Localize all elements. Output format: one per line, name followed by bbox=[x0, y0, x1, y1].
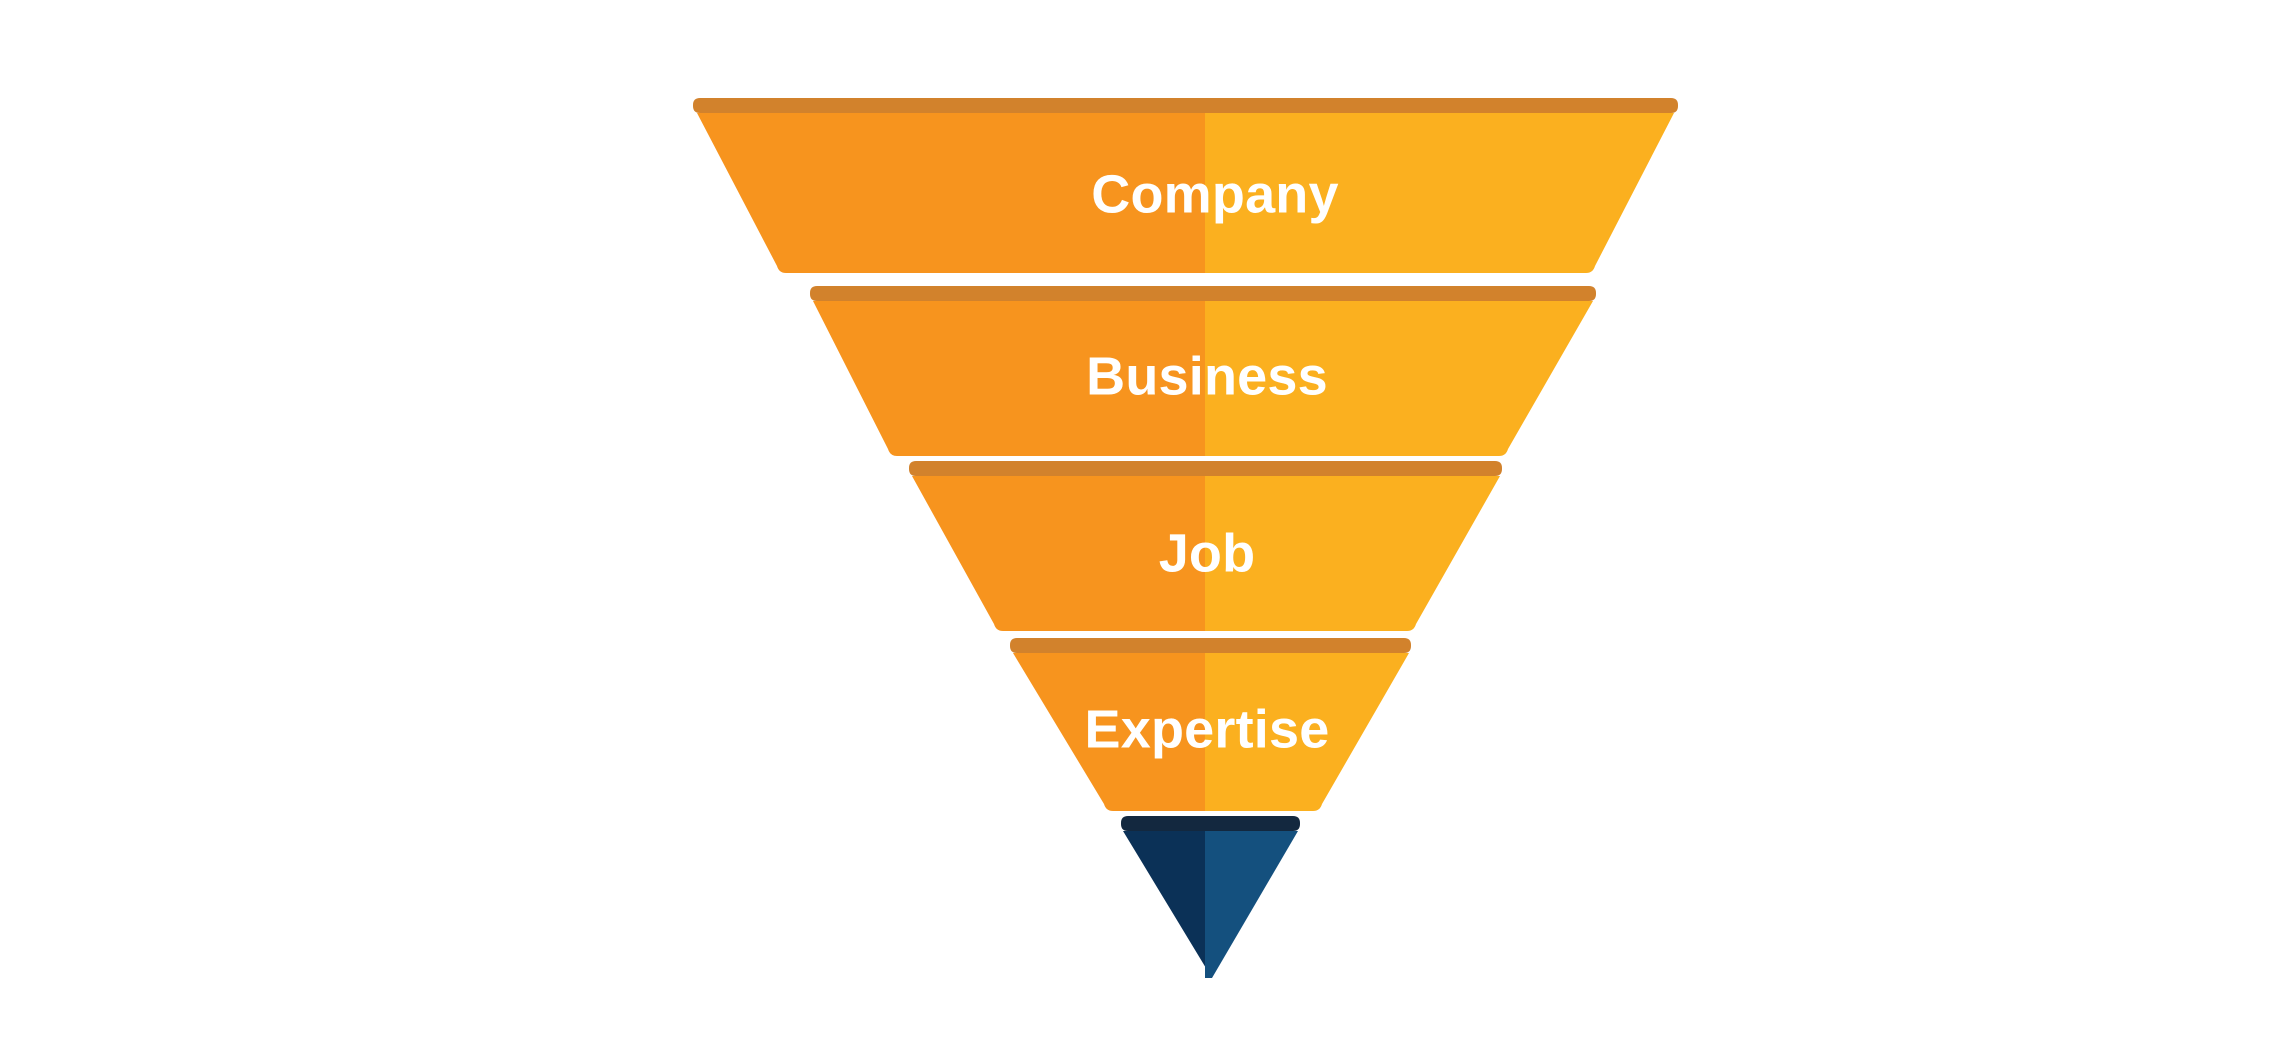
segment-expertise-cap bbox=[1010, 638, 1411, 653]
segment-company-body-right bbox=[1205, 113, 1674, 273]
funnel-segment-company[interactable]: Company bbox=[693, 98, 1678, 273]
segment-business-body-right bbox=[1205, 301, 1593, 456]
funnel-tip-body-right bbox=[1205, 831, 1298, 978]
segment-expertise-body-left bbox=[1013, 653, 1205, 811]
funnel-tip-cap bbox=[1121, 816, 1300, 831]
funnel-segment-job[interactable]: Job bbox=[909, 461, 1502, 631]
segment-company-label: Company bbox=[1091, 164, 1338, 224]
funnel-tip-body-left bbox=[1123, 831, 1212, 978]
segment-business-body-left bbox=[813, 301, 1205, 456]
funnel-tip[interactable] bbox=[1121, 816, 1300, 978]
segment-job-label: Job bbox=[1159, 523, 1256, 583]
segment-job-body-left bbox=[912, 476, 1205, 631]
segment-company-cap bbox=[693, 98, 1678, 113]
segment-company-body-left bbox=[697, 113, 1205, 273]
segment-business-label: Business bbox=[1086, 346, 1328, 406]
funnel-segment-expertise[interactable]: Expertise bbox=[1010, 638, 1411, 811]
segment-business-cap bbox=[810, 286, 1596, 301]
segment-expertise-label: Expertise bbox=[1085, 699, 1330, 759]
segment-job-cap bbox=[909, 461, 1502, 476]
segment-expertise-body-right bbox=[1205, 653, 1409, 811]
segment-job-body-right bbox=[1205, 476, 1500, 631]
funnel-segment-business[interactable]: Business bbox=[810, 286, 1596, 456]
